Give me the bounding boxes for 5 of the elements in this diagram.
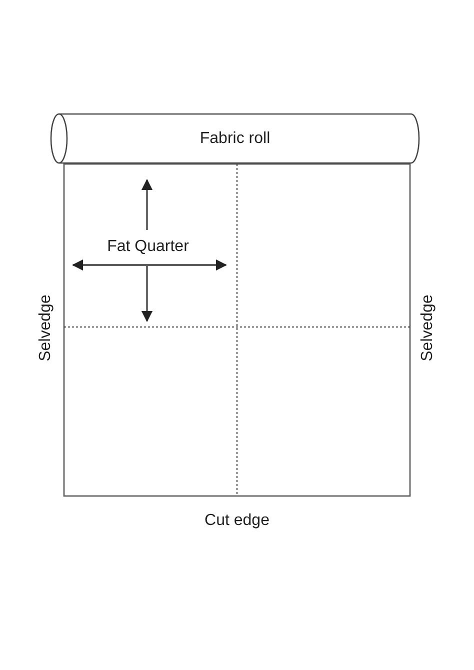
side-label: Selvedge <box>37 294 55 362</box>
fabric-label: Fat Quarter <box>107 238 189 256</box>
bottom-label: Cut edge <box>204 512 270 530</box>
side-label: Selvedge <box>419 294 437 362</box>
roll-label: Fabric roll <box>200 130 270 148</box>
